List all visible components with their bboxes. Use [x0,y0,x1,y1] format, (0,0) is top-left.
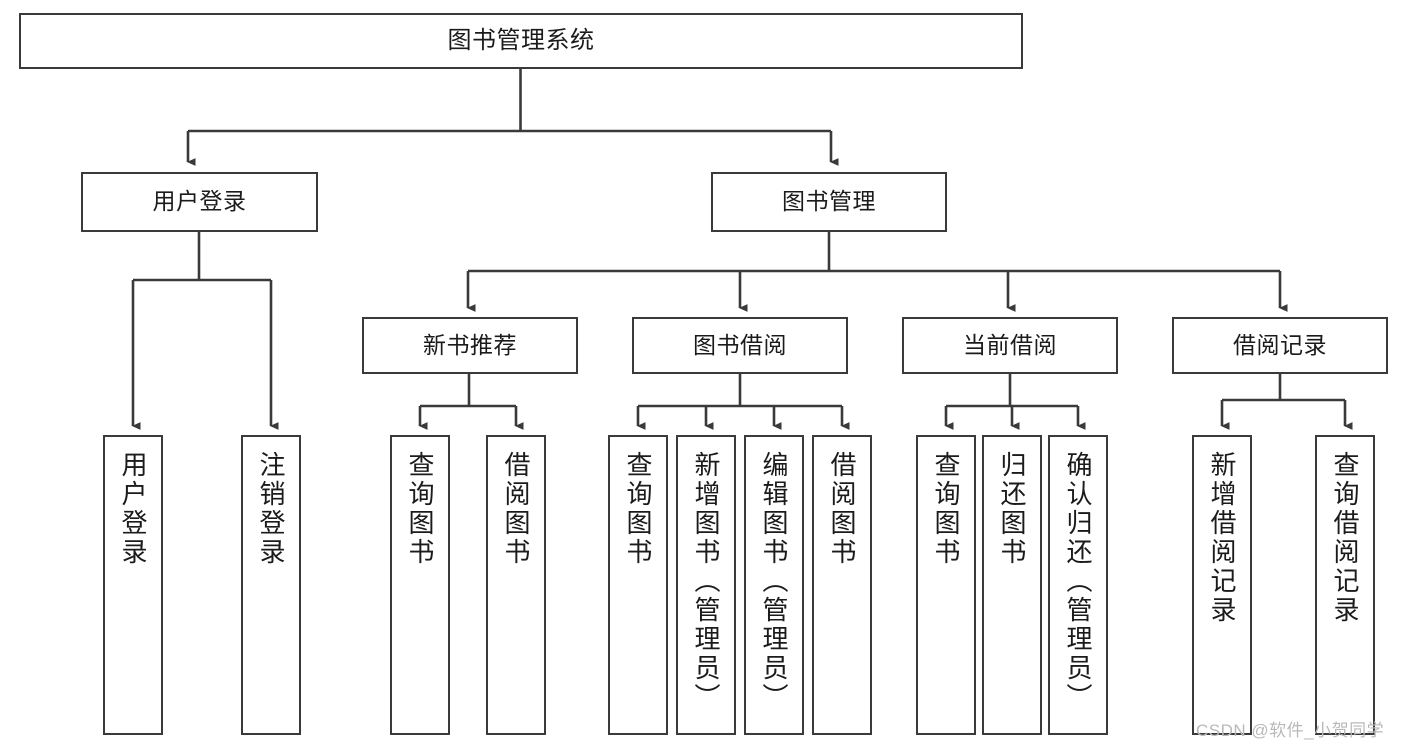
node-leaf-rec-borrow-label: 借阅图书 [501,451,531,567]
node-book-borrow[interactable]: 图书借阅 [632,317,848,374]
node-leaf-user-login[interactable]: 用户登录 [103,435,163,735]
node-borrow-record[interactable]: 借阅记录 [1172,317,1388,374]
node-user-login-label: 用户登录 [152,188,247,215]
node-root-label: 图书管理系统 [447,26,595,54]
node-new-book-rec-label: 新书推荐 [423,331,517,358]
node-new-book-rec[interactable]: 新书推荐 [362,317,578,374]
node-leaf-bb-add[interactable]: 新增图书（管理员） [676,435,736,735]
node-leaf-user-login-label: 用户登录 [118,451,148,567]
node-leaf-br-add-label: 新增借阅记录 [1207,451,1237,625]
node-leaf-logout-label: 注销登录 [256,451,286,567]
node-current-borrow-label: 当前借阅 [963,331,1057,358]
node-borrow-record-label: 借阅记录 [1233,331,1327,358]
node-leaf-rec-query-label: 查询图书 [405,451,435,567]
node-leaf-cb-query[interactable]: 查询图书 [916,435,976,735]
node-leaf-logout[interactable]: 注销登录 [241,435,301,735]
node-leaf-bb-query-label: 查询图书 [623,451,653,567]
node-book-mgmt[interactable]: 图书管理 [711,172,947,232]
node-leaf-cb-query-label: 查询图书 [931,451,961,567]
node-leaf-cb-return[interactable]: 归还图书 [982,435,1042,735]
node-leaf-bb-add-label: 新增图书（管理员） [691,451,721,712]
node-root[interactable]: 图书管理系统 [19,13,1023,69]
node-leaf-br-add[interactable]: 新增借阅记录 [1192,435,1252,735]
node-book-mgmt-label: 图书管理 [782,188,876,215]
node-leaf-br-query[interactable]: 查询借阅记录 [1315,435,1375,735]
node-leaf-cb-return-label: 归还图书 [997,451,1027,567]
node-leaf-rec-borrow[interactable]: 借阅图书 [486,435,546,735]
node-leaf-bb-edit-label: 编辑图书（管理员） [759,451,789,712]
node-leaf-bb-borrow-label: 借阅图书 [827,451,857,567]
node-leaf-br-query-label: 查询借阅记录 [1330,451,1360,625]
node-leaf-rec-query[interactable]: 查询图书 [390,435,450,735]
node-leaf-bb-borrow[interactable]: 借阅图书 [812,435,872,735]
node-leaf-bb-edit[interactable]: 编辑图书（管理员） [744,435,804,735]
node-leaf-bb-query[interactable]: 查询图书 [608,435,668,735]
node-user-login[interactable]: 用户登录 [81,172,318,232]
node-leaf-cb-confirm-label: 确认归还（管理员） [1063,451,1093,712]
node-book-borrow-label: 图书借阅 [693,331,787,358]
node-leaf-cb-confirm[interactable]: 确认归还（管理员） [1048,435,1108,735]
csdn-watermark: CSDN @软件_小贺同学 [1196,721,1385,740]
node-current-borrow[interactable]: 当前借阅 [902,317,1118,374]
